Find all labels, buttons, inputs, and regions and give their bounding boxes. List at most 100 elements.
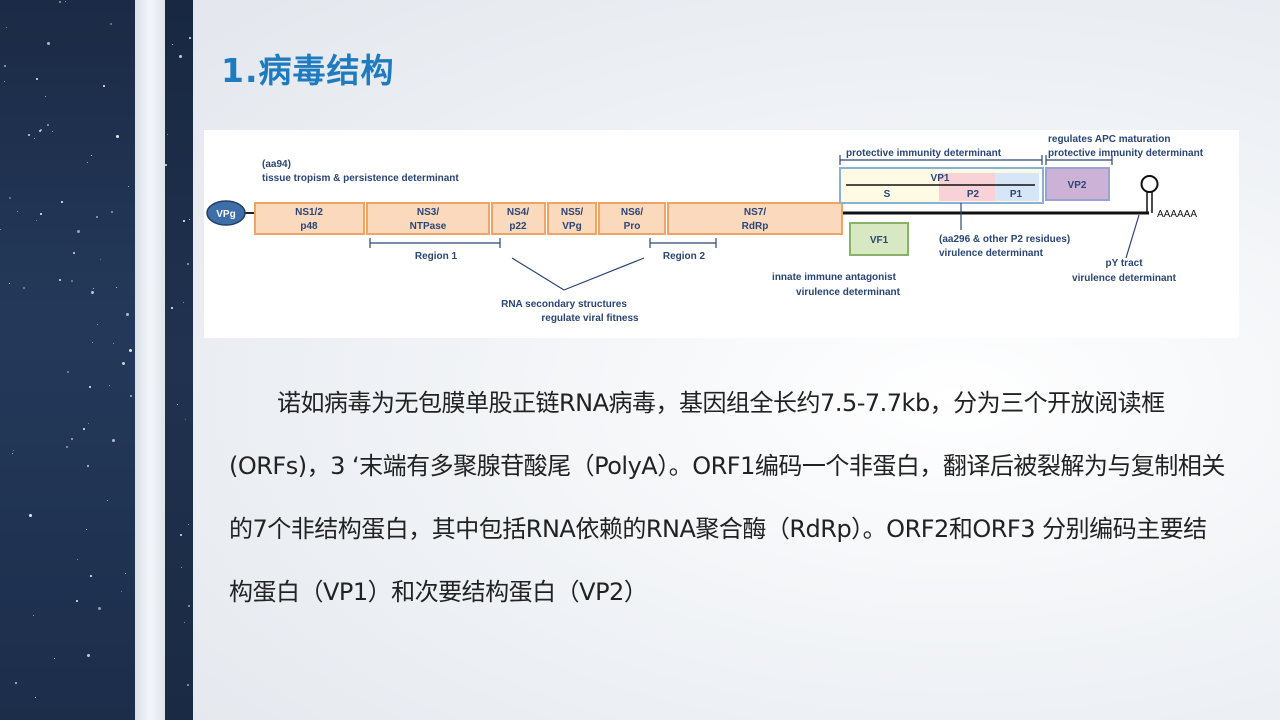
region-2-label: Region 2 <box>663 251 706 262</box>
star-dot <box>91 291 94 294</box>
genome-diagram: VPg NS1/2 p48 NS3/ NTPase NS4/ p22 NS5/ … <box>204 130 1239 338</box>
star-dot <box>87 465 89 467</box>
star-dot <box>181 567 182 568</box>
orf1-segment-ns7-label: NS7/ <box>744 207 766 218</box>
vp1-label: VP1 <box>931 173 950 184</box>
star-dot <box>39 130 41 132</box>
starfield-decoration <box>0 0 135 720</box>
side-band-light <box>135 0 165 720</box>
star-dot <box>47 124 49 126</box>
star-dot <box>189 37 191 39</box>
star-dot <box>113 343 114 344</box>
star-dot <box>77 559 78 560</box>
star-dot <box>15 682 17 684</box>
orf1-segment-ns4-label: NS4/ <box>507 207 529 218</box>
star-dot <box>184 622 185 623</box>
star-dot <box>61 201 63 203</box>
star-dot <box>103 85 105 87</box>
star-dot <box>59 279 61 281</box>
star-dot <box>33 615 34 616</box>
star-dot <box>187 684 189 686</box>
annotation-tissue-tropism: tissue tropism & persistence determinant <box>262 173 459 184</box>
star-dot <box>52 131 53 132</box>
star-dot <box>87 654 90 657</box>
star-dot <box>98 607 101 610</box>
vp1-p1-domain-label: P1 <box>1010 189 1023 200</box>
star-dot <box>167 134 168 135</box>
slide-content: 1.病毒结构 VPg NS1/2 p48 NS3/ NTPase NS4/ p2… <box>193 0 1280 720</box>
annotation-rna-structures: RNA secondary structures <box>501 299 627 310</box>
star-dot <box>89 386 91 388</box>
star-dot <box>183 220 185 222</box>
star-dot <box>171 307 173 309</box>
vpg-cap-label: VPg <box>216 209 235 220</box>
star-dot <box>187 263 189 265</box>
annotation-aa296: (aa296 & other P2 residues) <box>939 234 1070 245</box>
vp2-label: VP2 <box>1068 180 1087 191</box>
star-dot <box>71 280 73 282</box>
star-dot <box>66 446 68 448</box>
orf1-segment-ns1-2 <box>254 202 365 235</box>
star-dot <box>126 313 129 316</box>
star-dot <box>35 697 36 698</box>
genome-diagram-svg: VPg NS1/2 p48 NS3/ NTPase NS4/ p22 NS5/ … <box>206 134 1204 324</box>
star-dot <box>28 134 30 136</box>
star-dot <box>90 575 92 577</box>
star-dot <box>93 288 94 289</box>
star-dot <box>47 42 50 45</box>
region-1-bracket <box>369 238 501 248</box>
star-dot <box>9 197 11 199</box>
star-dot <box>96 216 98 218</box>
region-1-label: Region 1 <box>415 251 458 262</box>
star-dot <box>183 302 184 303</box>
star-dot <box>91 155 92 156</box>
orf1-segment-ns7 <box>667 202 843 235</box>
rna-structure-lines <box>511 257 645 291</box>
region-2-bracket <box>649 238 717 248</box>
star-dot <box>73 252 75 254</box>
annotation-p2-virulence: virulence determinant <box>939 248 1044 259</box>
star-dot <box>17 211 18 212</box>
orf1-segment-ns6-label: NS6/ <box>621 207 643 218</box>
annotation-aa94: (aa94) <box>262 159 291 170</box>
star-dot <box>189 219 190 220</box>
orf1-segment-ns7-sublabel: RdRp <box>742 221 769 232</box>
vpg-cap <box>206 200 246 226</box>
star-dot <box>40 129 42 131</box>
star-dot <box>116 287 117 288</box>
star-dot <box>13 450 14 451</box>
star-dot <box>71 438 73 440</box>
star-dot <box>40 213 42 215</box>
star-dot <box>97 324 98 325</box>
star-dot <box>116 135 119 138</box>
vp1-protein: VP1 S P2 P1 <box>839 167 1044 204</box>
star-dot <box>6 27 7 28</box>
star-dot <box>45 96 46 97</box>
star-dot <box>9 283 10 284</box>
star-dot <box>179 55 182 58</box>
orf1-segment-ns5 <box>547 202 597 235</box>
star-dot <box>121 591 122 592</box>
star-dot <box>67 371 69 373</box>
star-dot <box>110 23 112 25</box>
annotation-innate-immune: innate immune antagonist <box>772 272 897 283</box>
star-dot <box>87 162 88 163</box>
vf1-box <box>849 222 909 256</box>
star-dot <box>188 605 190 607</box>
star-dot <box>188 524 189 525</box>
star-dot <box>54 658 55 659</box>
star-dot <box>165 164 167 166</box>
orf1-segment-ns3-label: NS3/ <box>417 207 439 218</box>
stem-loop <box>1140 175 1159 213</box>
star-dot <box>83 428 85 430</box>
vp1-p2-domain <box>939 173 995 201</box>
vp2-protective-bracket <box>1045 155 1113 165</box>
star-dot <box>4 65 6 67</box>
star-dot <box>36 78 38 80</box>
star-dot <box>180 534 182 536</box>
star-dot <box>92 342 93 343</box>
star-dot <box>130 395 132 397</box>
star-dot <box>177 404 178 405</box>
vp1-s-domain-label: S <box>884 189 891 200</box>
orf1-polyprotein: NS1/2 p48 NS3/ NTPase NS4/ p22 NS5/ VPg … <box>254 202 843 235</box>
